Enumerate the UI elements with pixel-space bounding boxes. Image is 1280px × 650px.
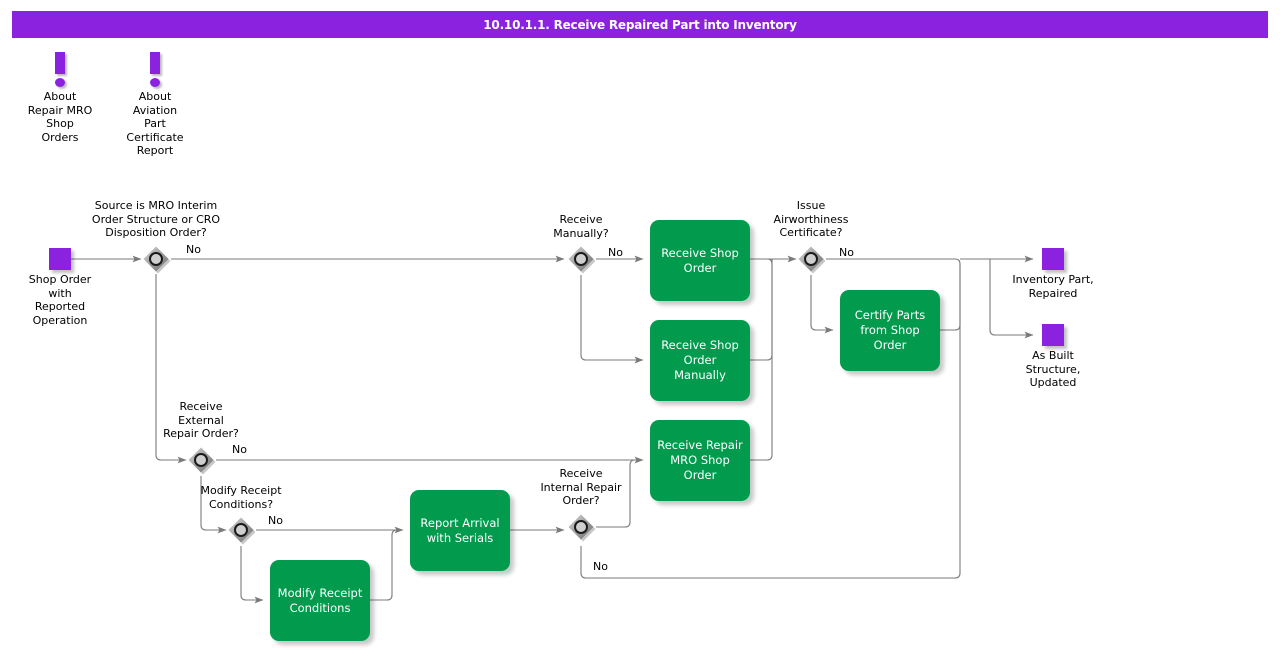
wire-manual-join: [750, 264, 773, 361]
terminator-square: [1042, 248, 1064, 270]
diagram-title-bar: 10.10.1.1. Receive Repaired Part into In…: [12, 11, 1268, 38]
exclamation-icon: [0, 50, 120, 88]
wire-receive-shop-order-out: [750, 258, 773, 265]
edge-label-external-repair-no: No: [232, 443, 247, 456]
wire-repair-mro-join: [750, 264, 773, 461]
wire-receive-manually-yes-to-manual: [580, 275, 644, 364]
decision-diamond-icon: [188, 447, 216, 475]
page-title: 10.10.1.1. Receive Repaired Part into In…: [483, 17, 797, 32]
exclamation-bar: [55, 52, 65, 74]
exclamation-bar: [150, 52, 160, 74]
edge-label-source-no: No: [186, 243, 201, 256]
wire-merge-to-airworthiness: [771, 255, 797, 264]
edge-label-receive-manually-no: No: [608, 246, 623, 259]
terminator-label: Inventory Part,Repaired: [1012, 273, 1094, 300]
decision-diamond-icon: [228, 517, 256, 545]
wire-airworthiness-no-right: [826, 258, 961, 265]
exclamation-dot: [55, 78, 65, 87]
exclamation-dot: [150, 78, 160, 87]
edge-label-internal-repair-no: No: [593, 560, 608, 573]
edge-label-modify-receipt-no: No: [268, 514, 283, 527]
terminator-square: [1042, 324, 1064, 346]
wire-modify-process-to-report-arrival: [370, 529, 403, 601]
wire-modify-yes-to-process: [240, 546, 264, 604]
decision-diamond-icon: [568, 246, 596, 274]
wire-certify-out-up: [940, 264, 961, 331]
wire-airworthiness-yes-to-certify: [810, 275, 834, 334]
decision-diamond-icon: [798, 246, 826, 274]
edge-label-airworthiness-no: No: [839, 246, 854, 259]
decision-diamond-icon: [143, 246, 171, 274]
exclamation-icon: [95, 50, 215, 88]
terminator-square: [49, 248, 71, 270]
end-inventory-part-repaired[interactable]: Inventory Part,Repaired: [983, 248, 1123, 300]
decision-diamond-icon: [568, 514, 596, 542]
